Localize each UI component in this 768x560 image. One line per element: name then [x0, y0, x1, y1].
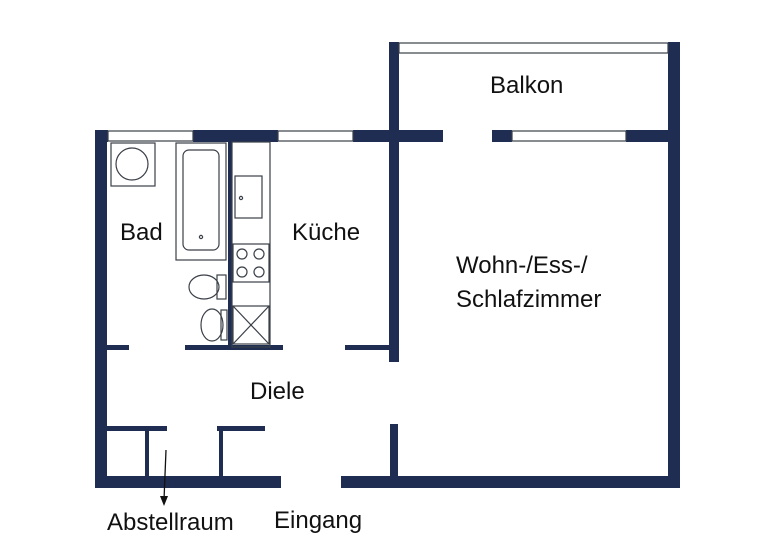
wall-storage-div-1: [145, 428, 149, 478]
wall-top-5: [626, 130, 680, 142]
wall-diele-top-1: [107, 345, 129, 350]
room-label-diele: Diele: [250, 378, 305, 405]
bathtub-icon: [175, 142, 227, 261]
wall-top-4: [492, 130, 512, 142]
room-label-eingang: Eingang: [274, 507, 362, 534]
washing-machine-icon: [110, 142, 156, 187]
windows: [107, 42, 669, 142]
stove-icon: [232, 243, 270, 283]
wall-kitchen-living: [389, 130, 399, 362]
arrow-down-icon: [160, 449, 168, 506]
balcony-railing: [398, 42, 669, 54]
toilet-icon: [188, 274, 227, 300]
window-kitchen: [277, 130, 354, 142]
wall-storage-div-2: [219, 428, 223, 478]
walls: [95, 42, 680, 488]
fridge-icon: [232, 305, 270, 345]
room-label-abstellraum: Abstellraum: [107, 509, 234, 536]
wall-top-1: [95, 130, 108, 142]
room-label-wohn-line1: Wohn-/Ess-/: [456, 252, 588, 279]
window-bath: [107, 130, 194, 142]
room-label-balkon: Balkon: [490, 72, 563, 99]
room-label-kueche: Küche: [292, 219, 360, 246]
wall-diele-living: [390, 424, 398, 484]
wall-diele-top-3: [345, 345, 395, 350]
wall-storage-top-1: [107, 426, 167, 431]
kitchen-counter: [231, 141, 271, 348]
wall-right: [668, 130, 680, 488]
wall-bottom-right: [341, 476, 680, 488]
room-label-bad: Bad: [120, 219, 163, 246]
wall-bath-kitchen: [228, 142, 232, 347]
wall-left: [95, 130, 107, 488]
window-living: [511, 130, 627, 142]
kitchen-sink-icon: [234, 175, 263, 219]
wall-top-2: [193, 130, 278, 142]
sink-icon: [200, 308, 228, 342]
wall-storage-top-2: [217, 426, 265, 431]
wall-right-balcony: [668, 42, 680, 142]
wall-bottom-left: [95, 476, 281, 488]
room-label-wohn-line2: Schlafzimmer: [456, 286, 601, 313]
wall-balcony-left: [389, 42, 399, 142]
